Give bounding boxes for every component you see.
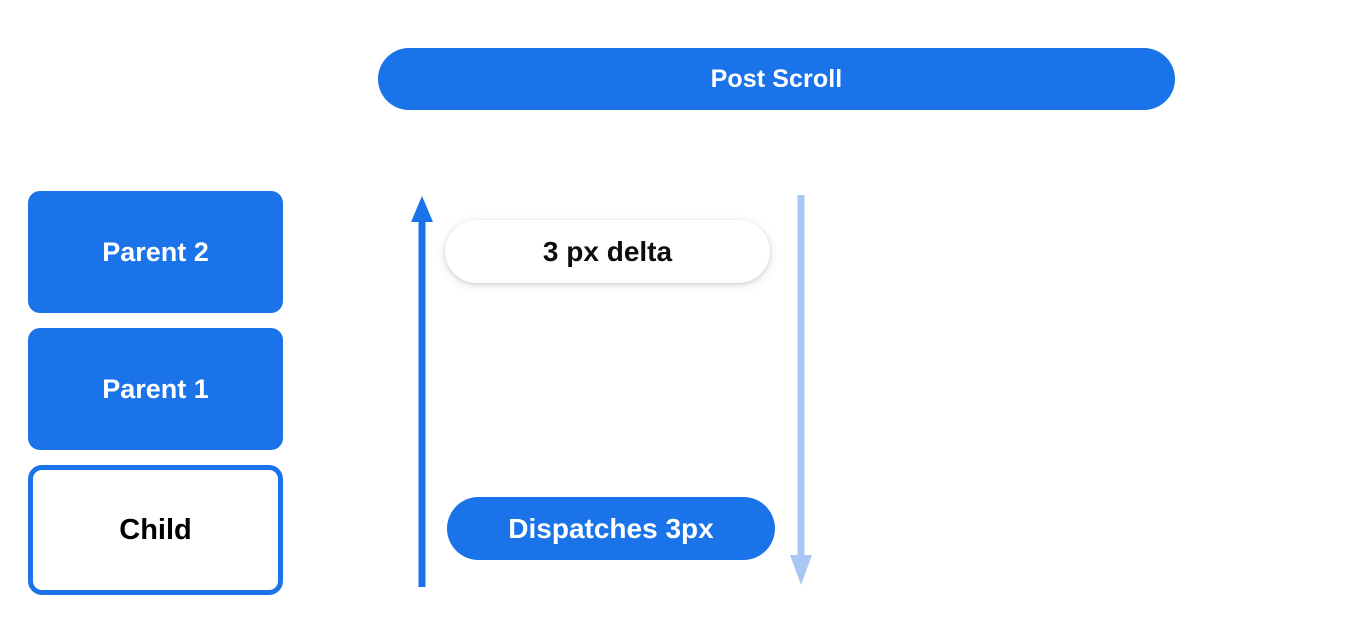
scroll-up-arrow-icon: [411, 196, 433, 587]
node-parent-2: Parent 2: [28, 191, 283, 313]
scroll-down-arrow-icon: [790, 195, 812, 585]
post-scroll-banner-label: Post Scroll: [710, 64, 843, 93]
delta-callout-label: 3 px delta: [542, 235, 673, 267]
post-scroll-banner: Post Scroll: [378, 48, 1175, 110]
node-child: Child: [28, 465, 283, 595]
node-stack: Parent 2 Parent 1 Child: [28, 191, 283, 595]
dispatches-callout-pill: Dispatches 3px: [447, 497, 775, 560]
node-parent-1-label: Parent 1: [102, 373, 209, 404]
node-parent-2-label: Parent 2: [102, 236, 209, 267]
node-parent-1: Parent 1: [28, 328, 283, 450]
dispatches-callout-label: Dispatches 3px: [508, 512, 714, 544]
delta-callout-pill: 3 px delta: [445, 220, 770, 283]
node-child-label: Child: [119, 513, 192, 546]
